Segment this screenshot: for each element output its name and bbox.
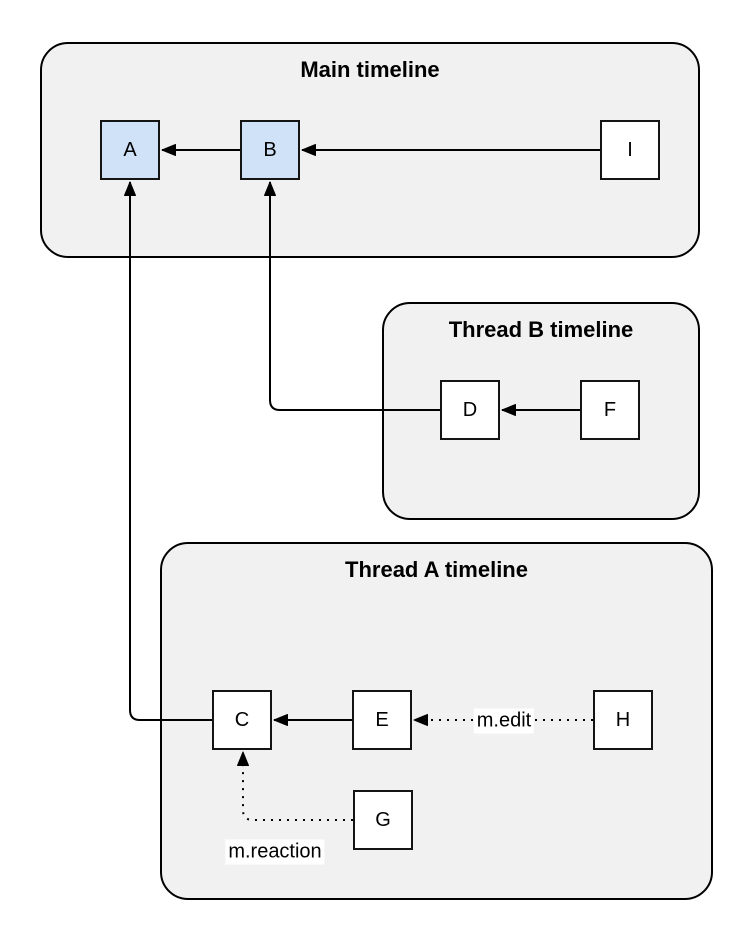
node-B-label: B — [263, 138, 277, 161]
node-H-label: H — [615, 708, 631, 731]
node-C: C — [212, 690, 272, 750]
group-title-thread-b-timeline: Thread B timeline — [448, 317, 634, 342]
edge-D-to-B — [264, 181, 440, 411]
edge-label-m-reaction: m.reaction — [225, 839, 325, 865]
edge-C-to-A — [124, 181, 212, 721]
node-I: I — [600, 120, 660, 180]
node-D-label: D — [462, 398, 478, 421]
node-F-label: F — [603, 398, 617, 421]
edge-label-m-edit: m.edit — [473, 708, 535, 734]
node-G: G — [353, 790, 413, 850]
edge-G-to-C — [237, 751, 353, 821]
group-title-thread-a-timeline: Thread A timeline — [345, 557, 528, 582]
group-title-main-timeline: Main timeline — [300, 57, 440, 82]
node-C-label: C — [234, 708, 250, 731]
node-E: E — [352, 690, 412, 750]
node-B: B — [240, 120, 300, 180]
node-F: F — [580, 380, 640, 440]
node-D: D — [440, 380, 500, 440]
node-I-label: I — [627, 138, 633, 161]
node-G-label: G — [375, 808, 391, 831]
node-H: H — [593, 690, 653, 750]
node-E-label: E — [375, 708, 389, 731]
node-A: A — [100, 120, 160, 180]
node-A-label: A — [123, 138, 137, 161]
